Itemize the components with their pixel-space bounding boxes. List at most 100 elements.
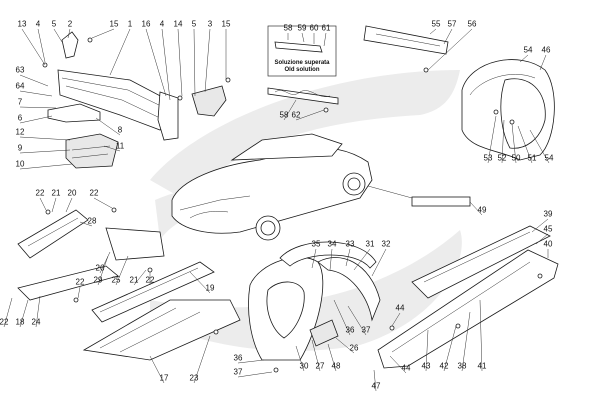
callout-3: 3 <box>207 19 213 29</box>
patch-27 <box>309 319 339 347</box>
leader-line-c19 <box>189 271 211 294</box>
callout-54: 54 <box>544 153 554 163</box>
callout-29: 29 <box>93 275 103 285</box>
side-bracket-16 <box>157 91 179 141</box>
callout-57: 57 <box>447 19 457 29</box>
leader-line-c35 <box>311 248 317 269</box>
crossmember-24 <box>17 265 119 301</box>
callout-58: 58 <box>283 23 293 33</box>
leader-line-c21a <box>51 197 57 213</box>
callout-44: 44 <box>395 303 405 313</box>
callout-53: 53 <box>483 153 493 163</box>
callout-21: 21 <box>129 275 139 285</box>
callout-2: 2 <box>67 19 73 29</box>
leader-line-c21b <box>133 269 147 286</box>
leader-line-c32 <box>371 248 387 277</box>
callout-16: 16 <box>141 19 151 29</box>
leader-line-c41 <box>479 299 483 372</box>
callout-10: 10 <box>15 159 25 169</box>
callout-leaders <box>3 28 550 392</box>
leader-line-c4a <box>37 28 46 63</box>
leader-line-c5b <box>193 28 196 97</box>
callout-22: 22 <box>145 275 155 285</box>
callout-15: 15 <box>221 19 231 29</box>
leader-line-c5a <box>53 28 63 43</box>
watermark-swoosh-top <box>150 70 460 200</box>
callout-4: 4 <box>159 19 165 29</box>
leader-line-c55 <box>429 28 437 35</box>
callout-40: 40 <box>543 239 553 249</box>
leader-line-c61 <box>323 32 327 47</box>
callout-51: 51 <box>527 153 537 163</box>
leader-line-c30 <box>295 345 305 372</box>
badge-old <box>274 41 323 53</box>
leader-line-c62 <box>295 109 325 121</box>
undertray-19 <box>91 261 215 323</box>
wheel-arch-liner-front <box>461 59 555 161</box>
callout-12: 12 <box>15 127 25 137</box>
callout-61: 61 <box>321 23 331 33</box>
leader-line-c26b <box>335 337 355 354</box>
callout-41: 41 <box>477 361 487 371</box>
wiper-seal-6 <box>47 103 101 123</box>
leader-line-c22d <box>77 286 81 299</box>
leader-line-c58b <box>283 99 297 121</box>
note-line-english: Old solution <box>284 67 320 73</box>
callout-26: 26 <box>349 343 359 353</box>
leader-line-c17 <box>149 355 165 384</box>
leader-line-c49 <box>469 201 483 216</box>
callout-49: 49 <box>477 205 487 215</box>
leader-line-c45 <box>535 233 549 245</box>
arch-trim-31 <box>317 257 381 322</box>
leader-line-c36a <box>333 299 351 336</box>
callout-23: 23 <box>189 373 199 383</box>
leader-line-c15a <box>91 28 115 39</box>
callout-54: 54 <box>523 45 533 55</box>
leader-line-c63 <box>19 74 49 87</box>
leader-line-c22b <box>93 197 113 209</box>
callout-37: 37 <box>361 325 371 335</box>
callout-44: 44 <box>401 363 411 373</box>
leader-line-c54a <box>519 54 529 63</box>
callout-5: 5 <box>51 19 57 29</box>
callout-31: 31 <box>365 239 375 249</box>
leader-line-c42 <box>443 325 457 372</box>
callout-39: 39 <box>543 209 553 219</box>
leader-line-c36b <box>237 359 265 364</box>
callout-25: 25 <box>111 275 121 285</box>
leader-line-c31 <box>353 248 371 271</box>
callout-27: 27 <box>315 361 325 371</box>
callout-48: 48 <box>331 361 341 371</box>
car-body <box>171 133 373 241</box>
leader-line-c1 <box>109 28 131 76</box>
callout-38: 38 <box>457 361 467 371</box>
callout-21: 21 <box>51 188 61 198</box>
callout-22: 22 <box>89 188 99 198</box>
leader-line-c34 <box>329 248 333 271</box>
note-line-italian: Soluzione superata <box>274 60 330 66</box>
leader-line-c48 <box>327 343 337 372</box>
leader-line-c12 <box>19 136 71 141</box>
callout-17: 17 <box>159 373 169 383</box>
leader-line-c6 <box>19 115 53 124</box>
trim-strip-55 <box>363 25 449 55</box>
leader-line-c44a <box>391 312 401 327</box>
sill-plate-39 <box>411 225 551 299</box>
leader-line-c53 <box>487 115 497 164</box>
callout-62: 62 <box>291 110 301 120</box>
leader-line-c54b <box>529 129 550 164</box>
callout-14: 14 <box>173 19 183 29</box>
callout-30: 30 <box>299 361 309 371</box>
leader-line-c56 <box>427 28 473 71</box>
callout-55: 55 <box>431 19 441 29</box>
leader-line-c43 <box>425 329 429 372</box>
leader-line-c10 <box>19 163 73 170</box>
leader-line-c33 <box>345 248 351 267</box>
leader-line-c52 <box>501 119 505 164</box>
callout-45: 45 <box>543 224 553 234</box>
leader-line-c3 <box>204 28 211 93</box>
leader-line-c28 <box>79 221 93 227</box>
leader-line-c38 <box>461 311 471 372</box>
